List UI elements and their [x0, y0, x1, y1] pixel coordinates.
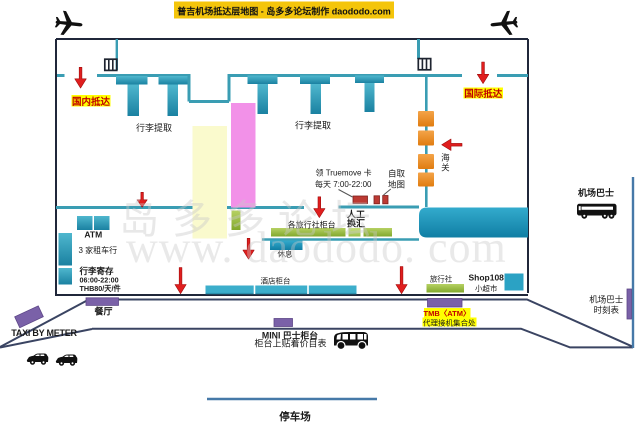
svg-text:地图: 地图 — [388, 180, 405, 190]
svg-text:停车场: 停车场 — [279, 410, 311, 423]
svg-text:柜台上贴着价目表: 柜台上贴着价目表 — [254, 338, 326, 349]
svg-text:行李提取: 行李提取 — [136, 122, 172, 133]
svg-text:关: 关 — [441, 162, 450, 172]
svg-text:机场巴士: 机场巴士 — [589, 295, 624, 305]
svg-text:www. daododo. com: www. daododo. com — [126, 223, 507, 272]
svg-text:ATM: ATM — [84, 230, 102, 240]
svg-text:人工: 人工 — [346, 208, 365, 219]
svg-text:机场巴士: 机场巴士 — [578, 187, 614, 198]
svg-text:行李提取: 行李提取 — [295, 120, 331, 131]
svg-text:06:00-22:00: 06:00-22:00 — [80, 276, 119, 285]
svg-text:各旅行社柜台: 各旅行社柜台 — [288, 220, 336, 230]
svg-text:MINI 巴士柜台: MINI 巴士柜台 — [262, 329, 318, 340]
svg-text:酒店柜台: 酒店柜台 — [261, 276, 291, 286]
svg-text:换汇: 换汇 — [347, 218, 365, 229]
svg-text:时刻表: 时刻表 — [594, 305, 620, 315]
svg-text:3 家租车行: 3 家租车行 — [79, 245, 118, 255]
svg-text:每天 7:00-22:00: 每天 7:00-22:00 — [315, 179, 372, 189]
svg-text:领 Truemove 卡: 领 Truemove 卡 — [316, 167, 372, 177]
svg-text:旅行社: 旅行社 — [430, 274, 453, 284]
svg-text:行李寄存: 行李寄存 — [79, 266, 115, 276]
svg-text:小超市: 小超市 — [475, 283, 498, 293]
svg-text:TAXI BY METER: TAXI BY METER — [11, 328, 77, 338]
svg-text:休息: 休息 — [278, 248, 293, 258]
svg-text:自取: 自取 — [388, 169, 406, 179]
svg-text:THB80/天/件: THB80/天/件 — [80, 284, 121, 293]
svg-text:国际抵达: 国际抵达 — [464, 88, 503, 100]
svg-text:代理接机集合处: 代理接机集合处 — [423, 318, 476, 328]
svg-text:Shop108: Shop108 — [468, 272, 504, 282]
svg-text:海: 海 — [441, 152, 450, 162]
svg-text:普吉机场抵达层地图 - 岛多多论坛制作 daododo.co: 普吉机场抵达层地图 - 岛多多论坛制作 daododo.com — [177, 6, 391, 17]
svg-text:TMB〈ATM〉: TMB〈ATM〉 — [424, 308, 471, 318]
svg-text:岛多多论坛: 岛多多论坛 — [119, 198, 384, 242]
svg-text:餐厅: 餐厅 — [93, 305, 112, 316]
svg-text:国内抵达: 国内抵达 — [72, 96, 111, 108]
